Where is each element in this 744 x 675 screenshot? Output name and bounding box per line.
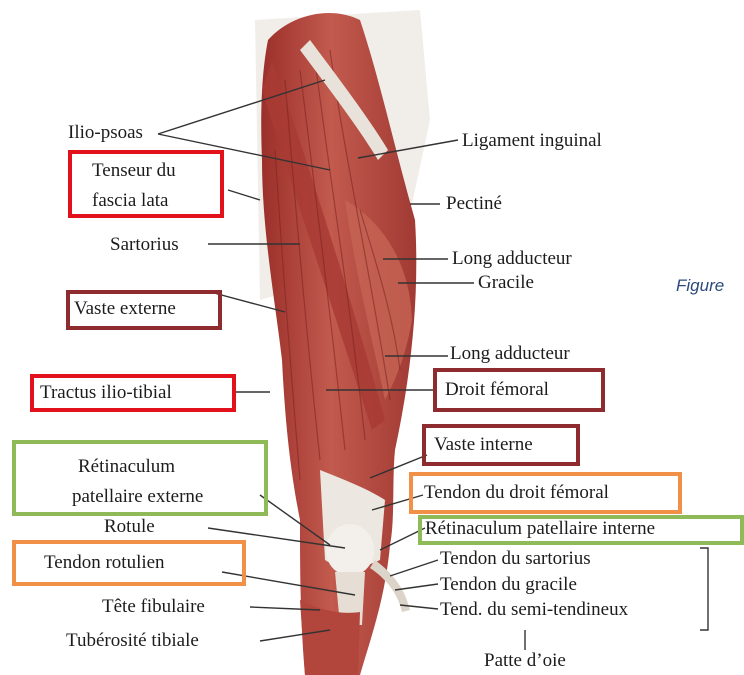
label-vaste-interne: Vaste interne [434,434,533,456]
label-tendon-rotulien: Tendon rotulien [44,552,165,574]
label-tuberosite-tibiale: Tubérosité tibiale [66,630,199,652]
label-tend-semi-tendineux: Tend. du semi-tendineux [440,599,628,621]
label-gracile: Gracile [478,272,534,294]
label-retinaculum-externe-1: Rétinaculum [78,456,175,478]
label-pectine: Pectiné [446,193,502,215]
label-long-adducteur-2: Long adducteur [450,343,570,365]
label-tendon-gracile: Tendon du gracile [440,574,577,596]
label-tenseur: Tenseur du [92,160,176,182]
label-rotule: Rotule [104,516,155,538]
label-sartorius: Sartorius [110,234,179,256]
label-tendon-sartorius: Tendon du sartorius [440,548,591,570]
label-ligament-inguinal: Ligament inguinal [462,130,602,152]
label-vaste-externe: Vaste externe [74,298,176,320]
label-tete-fibulaire: Tête fibulaire [102,596,205,618]
label-retinaculum-interne: Rétinaculum patellaire interne [425,518,655,540]
patella [326,524,374,576]
label-tendon-droit-femoral: Tendon du droit fémoral [424,482,609,504]
label-droit-femoral: Droit fémoral [445,379,549,401]
label-fascia-lata: fascia lata [92,190,168,212]
label-tractus-ilio-tibial: Tractus ilio-tibial [40,382,172,404]
label-retinaculum-externe-2: patellaire externe [72,486,203,508]
figure-caption: Figure [676,276,724,296]
label-long-adducteur-1: Long adducteur [452,248,572,270]
label-patte-oie: Patte d’oie [484,650,566,672]
label-ilio-psoas: Ilio-psoas [68,122,143,144]
